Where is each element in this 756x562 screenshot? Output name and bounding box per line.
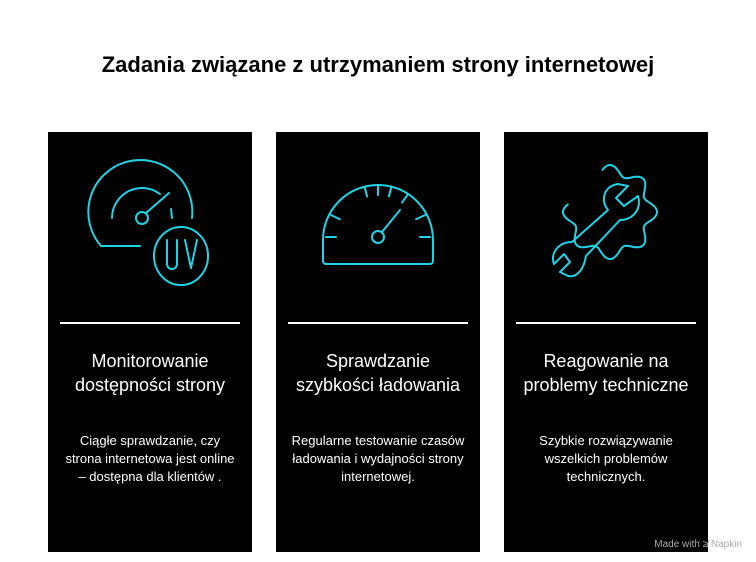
card-description: Regularne testowanie czasów ładowania i … (291, 433, 465, 484)
card-speed: Sprawdzanie szybkości ładowania Regularn… (276, 132, 480, 552)
divider (288, 322, 468, 324)
divider (516, 322, 696, 324)
tick-mark (387, 185, 393, 198)
card-description: Ciągłe sprawdzanie, czy strona interneto… (65, 433, 235, 484)
tick-mark (401, 193, 409, 204)
napkin-watermark: Made with ≱ Napkin (654, 539, 742, 550)
speedometer-icon (322, 184, 434, 265)
card-monitoring: Monitorowanie dostępności strony Ciągłe … (48, 132, 252, 552)
tick-mark (363, 185, 369, 198)
gear-wrench-icon (552, 164, 658, 278)
card-technical: Reagowanie na problemy techniczne Szybki… (504, 132, 708, 552)
page-title: Zadania związane z utrzymaniem strony in… (101, 52, 655, 77)
card-description: Szybkie rozwiązywanie wszelkich problemó… (539, 433, 673, 484)
tick-mark (329, 214, 341, 221)
card-title: Sprawdzanie szybkości ładowania (295, 351, 461, 395)
card-title: Monitorowanie dostępności strony (74, 351, 226, 395)
gauge-uv-icon (87, 159, 209, 286)
divider (60, 322, 240, 324)
card-title: Reagowanie na problemy techniczne (523, 351, 689, 395)
tick-mark (415, 214, 427, 221)
